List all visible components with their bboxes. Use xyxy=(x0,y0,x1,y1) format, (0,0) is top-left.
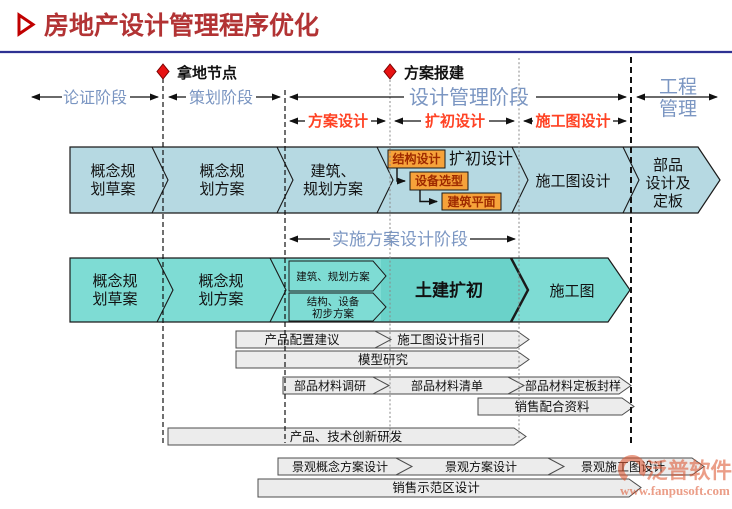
equipment-selection-label: 设备选型 xyxy=(415,173,463,188)
milestone-submit-label: 方案报建 xyxy=(404,64,465,82)
chevron-divider xyxy=(374,330,393,349)
stage2-concept-scheme: 划方案 xyxy=(198,290,243,308)
phase-engineering: 管理 xyxy=(659,98,697,120)
sub-chevron-structure-label: 结构、设备 xyxy=(307,295,360,308)
stage-construction-docs: 施工图设计 xyxy=(535,173,610,190)
structure-design-label: 结构设计 xyxy=(392,151,440,166)
fanpu-logo-icon xyxy=(617,455,646,483)
stage-concept-scheme: 划方案 xyxy=(199,180,244,198)
elbow-arrow xyxy=(419,190,438,205)
task-bar xyxy=(235,330,530,349)
stage-parts-design: 定板 xyxy=(653,192,683,210)
equipment-selection-box xyxy=(409,171,469,191)
sub-chevron-structure-label: 初步方案 xyxy=(312,307,354,320)
building-plan-label: 建筑平面 xyxy=(446,194,495,209)
chevron-divider xyxy=(507,376,526,395)
stage-bar-top-shape xyxy=(69,146,721,214)
task-material-list: 部品材料清单 xyxy=(411,378,483,393)
stage-parts-design: 设计及 xyxy=(645,175,690,192)
chevron-divider xyxy=(395,457,414,476)
phase-demonstration: 论证阶段 xyxy=(63,89,127,107)
construction-drawing-label: 施工图 xyxy=(549,283,594,300)
timeline-phases: 论证阶段 策划阶段 设计管理阶段 工程 管理 xyxy=(31,76,718,120)
stage2-concept-draft: 划草案 xyxy=(92,290,137,308)
phase-engineering: 工程 xyxy=(659,76,697,98)
milestone-land-label: 拿地节点 xyxy=(176,64,237,82)
task-construction-guide: 施工图设计指引 xyxy=(397,332,485,347)
milestone-diamond-icon xyxy=(383,63,397,80)
chevron-divider xyxy=(156,257,174,323)
sub-chevron-structure xyxy=(288,292,387,322)
stage-concept-scheme: 概念规 xyxy=(199,162,244,180)
elbow-arrow xyxy=(396,168,406,185)
task-bar xyxy=(277,457,705,476)
watermark-brand: 泛普软件 xyxy=(646,458,732,483)
sub-chevron-arch xyxy=(288,260,387,292)
implementation-phase-label: 实施方案设计阶段 xyxy=(289,230,516,249)
chevron-divider xyxy=(376,146,394,214)
task-bar xyxy=(282,376,632,395)
subphase-dd-design: 扩初设计 xyxy=(425,112,485,130)
stage-arch-plan: 建筑、 xyxy=(310,163,355,180)
task-sales-demo: 销售示范区设计 xyxy=(392,480,480,495)
title-arrow-bullet-icon xyxy=(17,12,36,37)
stage-parts-design: 部品 xyxy=(653,157,683,174)
task-model-research: 模型研究 xyxy=(358,352,409,367)
watermark: 泛普软件 www.fanpusoft.com xyxy=(617,455,732,498)
chevron-divider xyxy=(547,457,566,476)
subphase-construction-design: 施工图设计 xyxy=(535,112,610,130)
structure-design-box xyxy=(387,149,446,169)
task-product-config: 产品配置建议 xyxy=(264,333,340,347)
stage-arch-plan: 规划方案 xyxy=(303,180,363,198)
building-plan-box xyxy=(441,192,502,211)
civil-dd-label: 土建扩初 xyxy=(415,280,483,300)
implementation-phase-text: 实施方案设计阶段 xyxy=(332,230,468,249)
chevron-divider xyxy=(622,146,640,214)
task-sales-support: 销售配合资料 xyxy=(514,399,590,414)
subphase-scheme-design: 方案设计 xyxy=(308,112,368,130)
chevron-divider xyxy=(511,146,529,214)
milestone-diamond-icon xyxy=(156,63,170,80)
chevron-divider xyxy=(372,376,391,395)
sub-phase-labels: 方案设计 扩初设计 施工图设计 xyxy=(289,112,627,130)
chevron-divider-bold xyxy=(509,257,530,323)
stage-concept-draft: 划草案 xyxy=(90,180,135,198)
chevron-divider xyxy=(151,146,169,214)
stage-bar-bottom: 概念规 划草案 概念规 划方案 建筑、规划方案 结构、设备 初步方案 土建扩初 … xyxy=(69,257,631,323)
chevron-divider xyxy=(269,257,287,323)
watermark-url: www.fanpusoft.com xyxy=(620,483,730,498)
stage-dd-label: 扩初设计 xyxy=(449,150,513,168)
stage2-concept-scheme: 概念规 xyxy=(198,272,243,290)
task-innovation: 产品、技术创新研发 xyxy=(290,429,403,444)
sub-chevron-arch-label: 建筑、规划方案 xyxy=(296,270,370,283)
phase-planning: 策划阶段 xyxy=(189,89,253,107)
task-landscape-scheme: 景观方案设计 xyxy=(445,459,517,474)
task-bar xyxy=(167,427,527,446)
page-title: 房地产设计管理程序优化 xyxy=(44,11,319,40)
task-bar xyxy=(235,350,530,369)
chevron-divider xyxy=(276,146,294,214)
phase-design-management: 设计管理阶段 xyxy=(409,86,529,109)
task-material-seal: 部品材料定板封样 xyxy=(525,378,621,393)
task-bar xyxy=(257,478,642,498)
task-bars: 产品配置建议 施工图设计指引 模型研究 部品材料调研 部品材料清单 部品材料定板… xyxy=(167,330,705,498)
task-landscape-concept: 景观概念方案设计 xyxy=(292,459,388,474)
stage-concept-draft: 概念规 xyxy=(90,162,135,180)
stage2-concept-draft: 概念规 xyxy=(92,272,137,290)
task-bar xyxy=(477,397,635,416)
civil-dd-emphasis xyxy=(381,259,528,321)
stage-bar-top: 概念规 划草案 概念规 划方案 建筑、 规划方案 扩初设计 施工图设计 部品 设… xyxy=(69,146,721,214)
task-material-research: 部品材料调研 xyxy=(294,378,366,393)
